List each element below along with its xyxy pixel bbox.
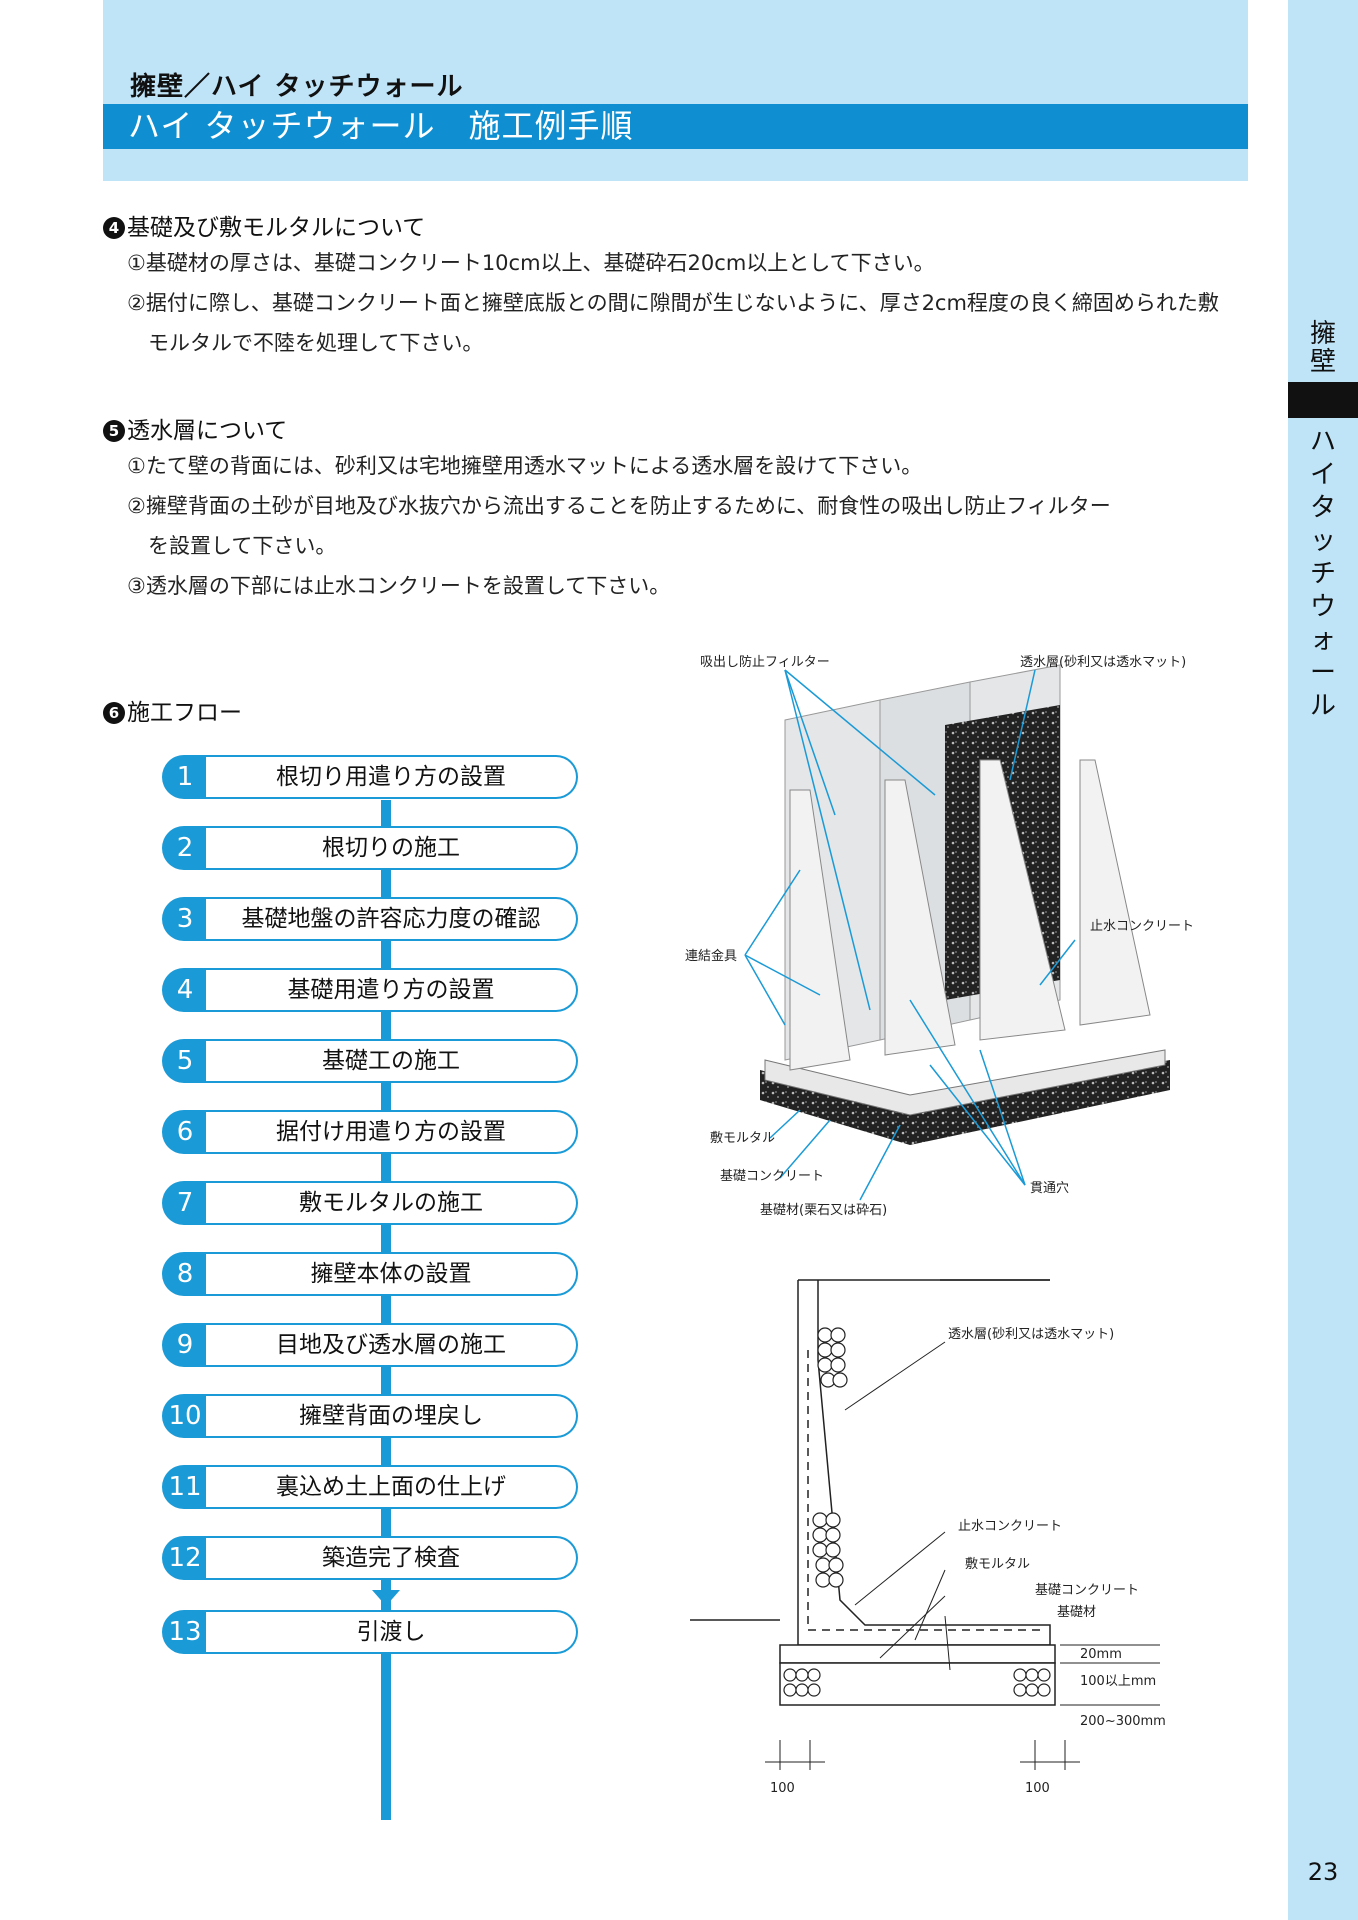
- label-hole: 貫通穴: [1030, 1181, 1069, 1196]
- dimension-right: 100: [1025, 1781, 1050, 1796]
- section5-item-2-cont: を設置して下さい。: [148, 534, 337, 558]
- side-tab-marker: [1288, 382, 1358, 418]
- flow-step-number: 9: [162, 1323, 208, 1367]
- section5-number: 5: [103, 420, 125, 442]
- dimension-100: 100以上mm: [1080, 1674, 1156, 1689]
- header-band: [103, 0, 1248, 181]
- base-concrete-layer: [764, 1049, 1166, 1116]
- flow-step-number: 2: [162, 826, 208, 870]
- flow-step-number: 12: [162, 1536, 208, 1580]
- section-label-concrete: 基礎コンクリート: [1035, 1583, 1139, 1598]
- section-label-mortar: 敷モルタル: [965, 1557, 1030, 1572]
- flow-arrow-icon: [372, 1590, 400, 1606]
- flow-step-label: 裏込め土上面の仕上げ: [206, 1465, 578, 1509]
- section6-number: 6: [103, 702, 125, 724]
- flow-step-number: 1: [162, 755, 208, 799]
- label-concrete: 基礎コンクリート: [720, 1169, 824, 1184]
- section4-item-1: ①基礎材の厚さは、基礎コンクリート10cm以上、基礎砕石20cm以上として下さい…: [127, 251, 935, 275]
- flow-step-label: 基礎工の施工: [206, 1039, 578, 1083]
- dimension-left: 100: [770, 1781, 795, 1796]
- label-base: 基礎材(栗石又は砕石): [760, 1203, 887, 1218]
- flow-step-number: 10: [162, 1394, 208, 1438]
- section4-item-2: ②据付に際し、基礎コンクリート面と擁壁底版との間に隙間が生じないように、厚さ2c…: [127, 291, 1219, 315]
- flow-step-number: 4: [162, 968, 208, 1012]
- section-leader-lines: [765, 1341, 1160, 1770]
- permeable-gravel: [812, 1327, 848, 1588]
- cross-section-diagram: 透水層(砂利又は透水マット) 止水コンクリート 敷モルタル 基礎コンクリート 基…: [690, 1279, 1166, 1796]
- flow-step-label: 基礎用遣り方の設置: [206, 968, 578, 1012]
- header-category: 擁壁／ハイ タッチウォール: [130, 72, 464, 102]
- flow-step-number: 6: [162, 1110, 208, 1154]
- side-tab-product: ハイタッチウォール: [1309, 427, 1336, 721]
- flow-step-label: 目地及び透水層の施工: [206, 1323, 578, 1367]
- section4-number: 4: [103, 217, 125, 239]
- section4-title: 基礎及び敷モルタルについて: [127, 215, 426, 241]
- flow-step-label: 擁壁背面の埋戻し: [206, 1394, 578, 1438]
- counterfort: [884, 779, 956, 1056]
- label-stopwater: 止水コンクリート: [1090, 919, 1194, 934]
- section5-item-1: ①たて壁の背面には、砂利又は宅地擁壁用透水マットによる透水層を設けて下さい。: [127, 454, 923, 478]
- counterfort: [1079, 759, 1151, 1026]
- flow-step-label: 根切り用遣り方の設置: [206, 755, 578, 799]
- flow-step-number: 3: [162, 897, 208, 941]
- section-label-base: 基礎材: [1057, 1605, 1096, 1620]
- header-title-bar: [103, 104, 1248, 149]
- side-tab-category: 擁壁: [1309, 319, 1336, 377]
- flow-step-label: 基礎地盤の許容応力度の確認: [206, 897, 578, 941]
- flow-step-label: 据付け用遣り方の設置: [206, 1110, 578, 1154]
- section-label-stopwater: 止水コンクリート: [958, 1519, 1062, 1534]
- flow-step-number: 11: [162, 1465, 208, 1509]
- side-tab: [1288, 0, 1358, 1920]
- flow-step-label: 根切りの施工: [206, 826, 578, 870]
- label-connector: 連結金具: [685, 948, 737, 964]
- flow-step-label: 引渡し: [206, 1610, 578, 1654]
- page-number: 23: [1307, 1858, 1339, 1886]
- wall-back-line: [817, 1280, 1051, 1645]
- flow-step-label: 擁壁本体の設置: [206, 1252, 578, 1296]
- flow-step-number: 8: [162, 1252, 208, 1296]
- section-label-permeable: 透水層(砂利又は透水マット): [948, 1327, 1114, 1342]
- label-filter: 吸出し防止フィルター: [700, 654, 830, 670]
- counterfort: [789, 789, 851, 1071]
- dimension-200: 200~300mm: [1080, 1714, 1166, 1729]
- section5-item-2: ②擁壁背面の土砂が目地及び水抜穴から流出することを防止するために、耐食性の吸出し…: [127, 494, 1111, 518]
- flow-step-number: 5: [162, 1039, 208, 1083]
- section6-title: 施工フロー: [127, 700, 242, 726]
- flow-step-label: 敷モルタルの施工: [206, 1181, 578, 1225]
- flow-step-number: 13: [162, 1610, 208, 1654]
- rebar-dashed: [807, 1350, 1040, 1631]
- section5-item-3: ③透水層の下部には止水コンクリートを設置して下さい。: [127, 574, 671, 598]
- perspective-diagram: 吸出し防止フィルター 透水層(砂利又は透水マット) 連結金具 止水コンクリート …: [685, 654, 1194, 1218]
- flow-step-number: 7: [162, 1181, 208, 1225]
- counterfort: [979, 759, 1066, 1041]
- base-gravel: [783, 1668, 1051, 1697]
- leader-lines: [744, 669, 1076, 1201]
- flow-step-label: 築造完了検査: [206, 1536, 578, 1580]
- page-title: ハイ タッチウォール 施工例手順: [128, 107, 634, 145]
- dimension-20: 20mm: [1080, 1647, 1122, 1662]
- flow-connector-line: [381, 800, 391, 1820]
- section4-item-2-cont: モルタルで不陸を処理して下さい。: [148, 331, 484, 355]
- label-permeable: 透水層(砂利又は透水マット): [1020, 655, 1186, 670]
- section5-title: 透水層について: [127, 418, 288, 444]
- label-mortar: 敷モルタル: [710, 1131, 775, 1146]
